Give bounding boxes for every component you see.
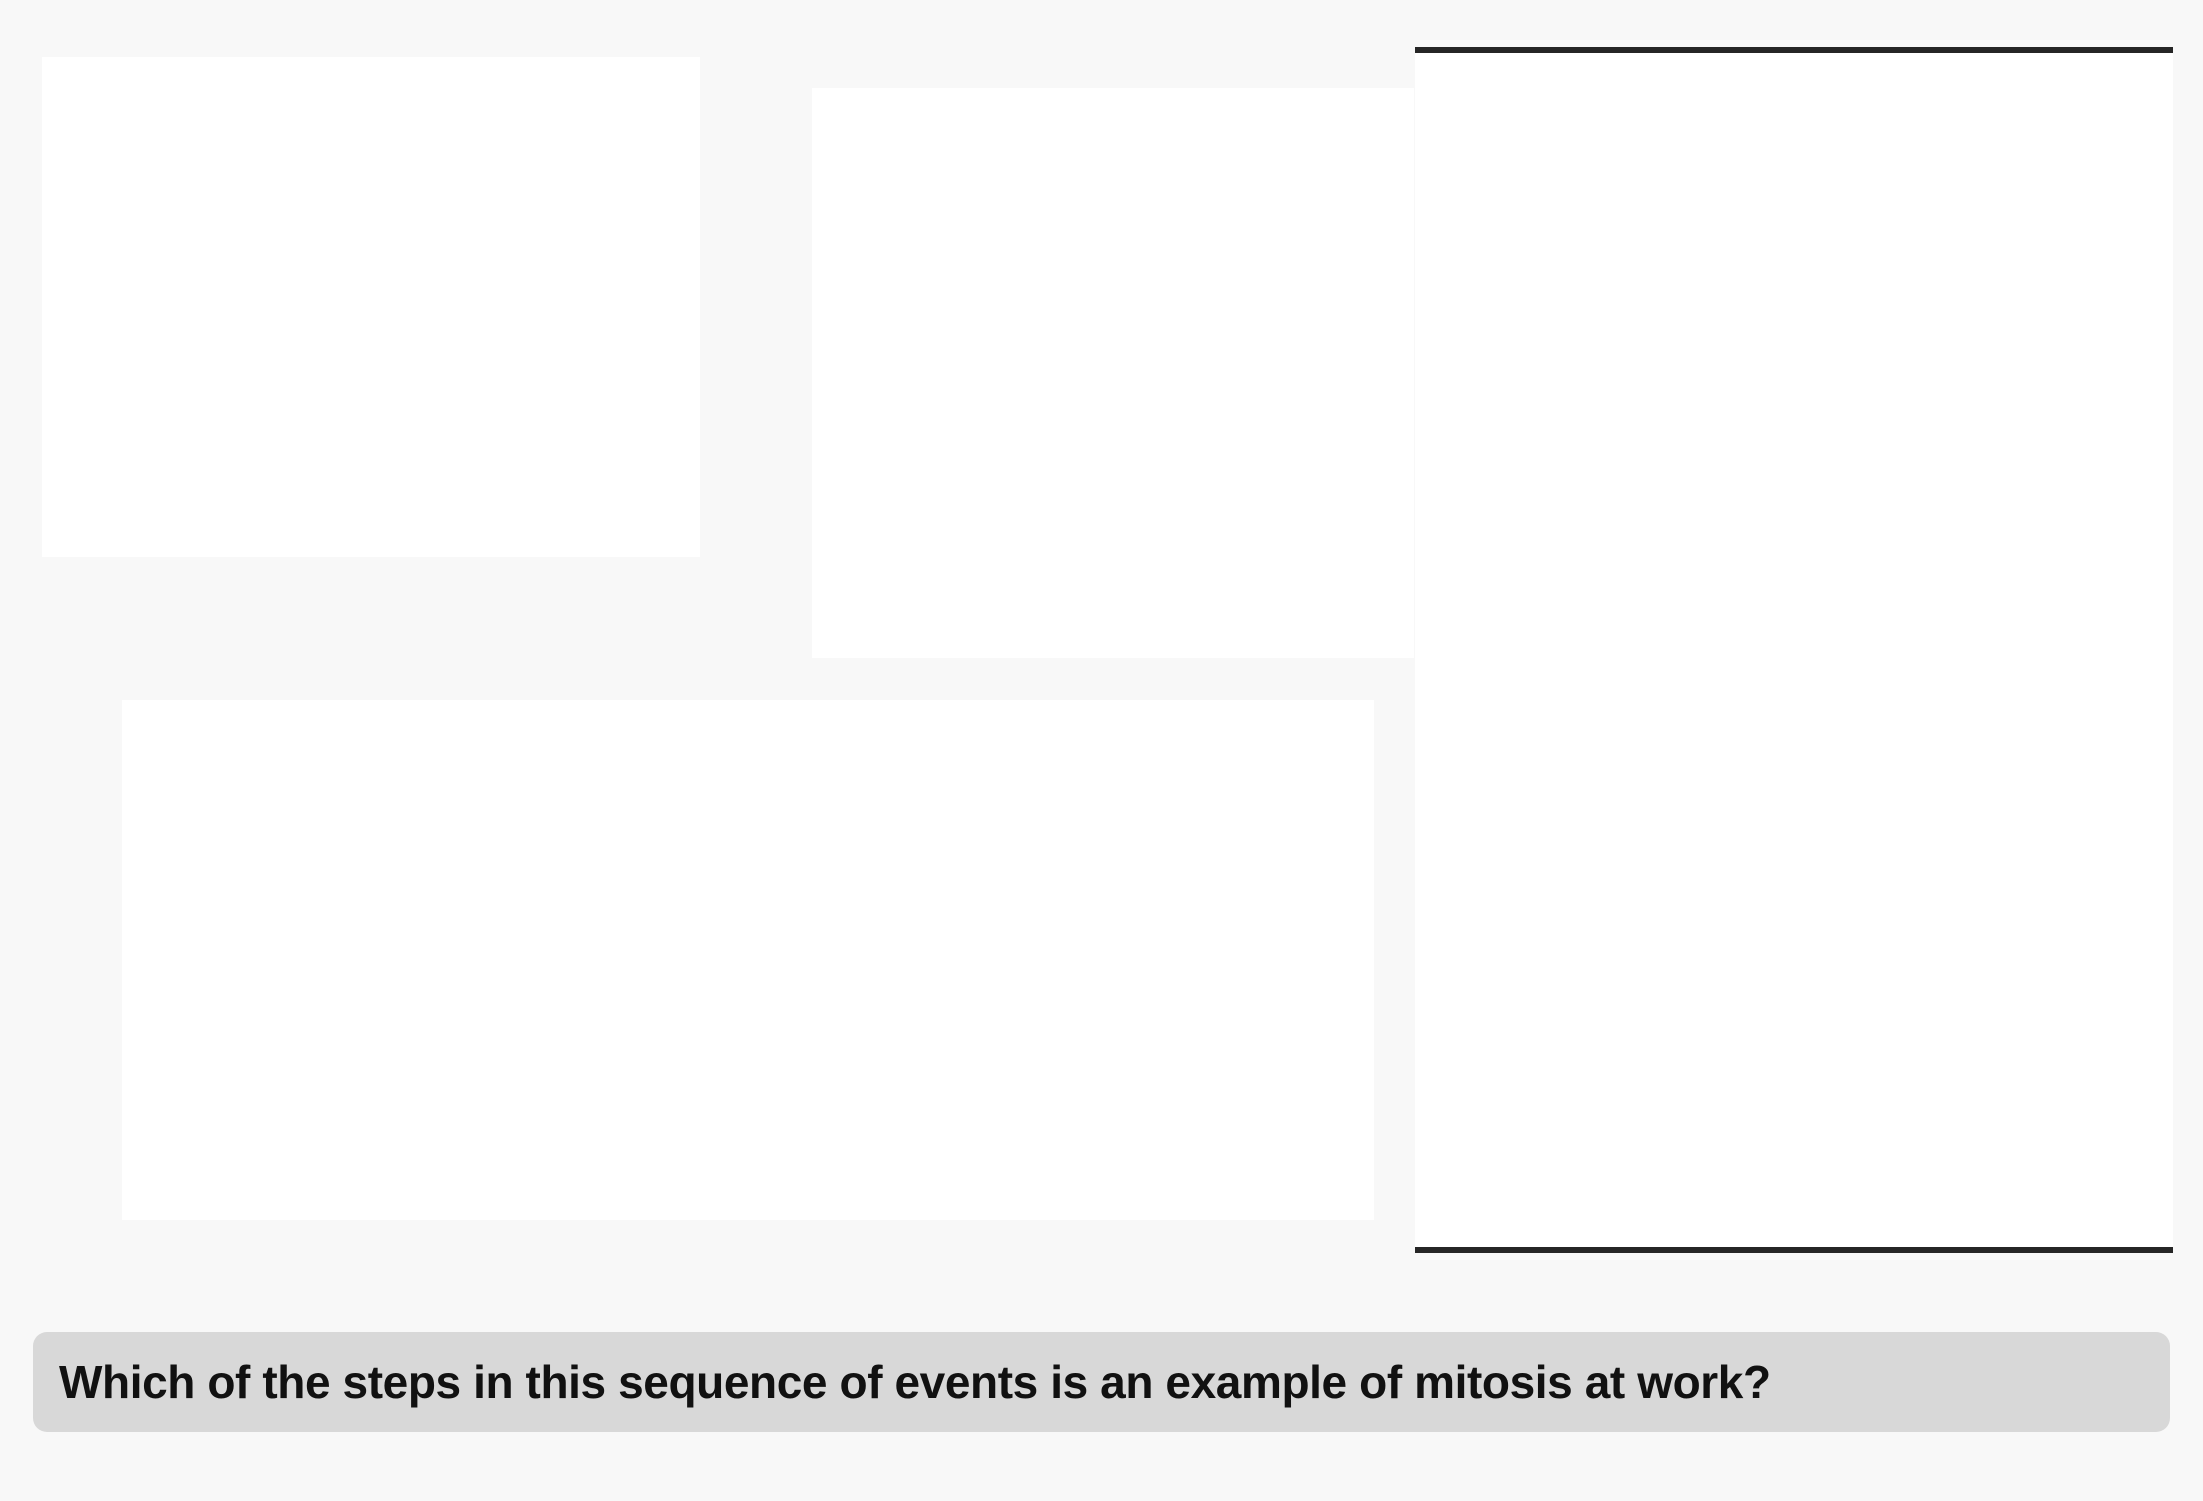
panel-telophase[interactable] (42, 57, 700, 557)
panel-late-telophase[interactable] (812, 88, 1414, 658)
panel-late-telophase-canvas (812, 88, 1414, 658)
panel-telophase-canvas (42, 57, 700, 557)
panel-interphase[interactable] (122, 700, 1374, 1220)
question-text: Which of the steps in this sequence of e… (59, 1356, 1771, 1408)
panel-cytokinesis-canvas (1415, 53, 2173, 1247)
panel-interphase-canvas (122, 700, 1374, 1220)
question-bar: Which of the steps in this sequence of e… (33, 1332, 2170, 1432)
panel-cytokinesis[interactable] (1415, 47, 2173, 1253)
